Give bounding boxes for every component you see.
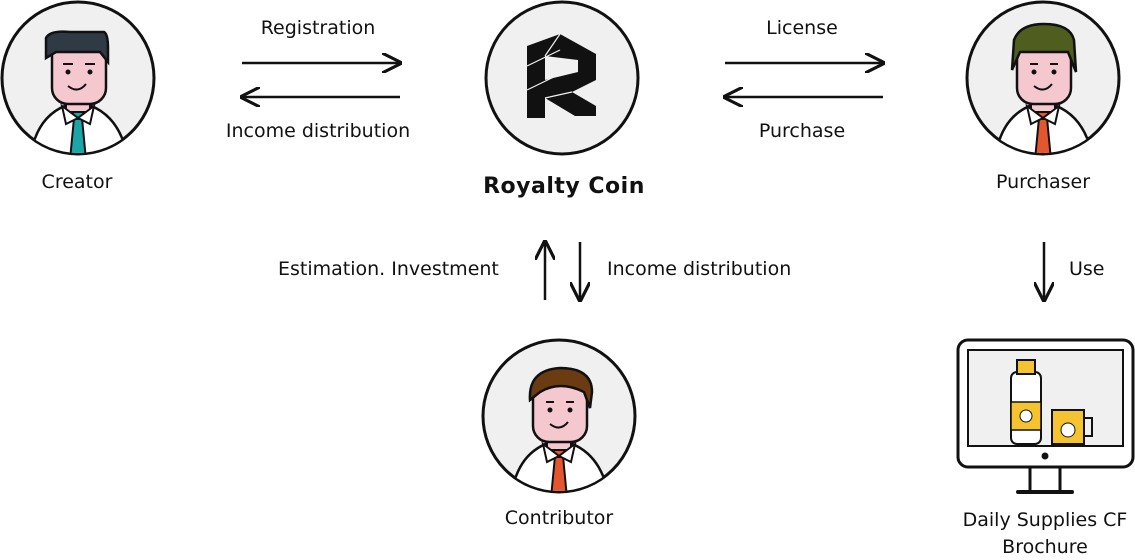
income-distribution-mid-label: Income distribution bbox=[607, 258, 792, 280]
contributor-avatar bbox=[481, 338, 637, 494]
royalty-coin-logo bbox=[484, 0, 640, 156]
estimation-investment-label: Estimation. Investment bbox=[278, 258, 499, 280]
use-label: Use bbox=[1069, 258, 1105, 280]
brochure-monitor-icon bbox=[956, 338, 1135, 494]
purchaser-avatar bbox=[965, 0, 1121, 156]
r-mark-icon bbox=[527, 34, 596, 118]
brochure-label-line2: Brochure bbox=[1002, 536, 1088, 558]
purchaser-label: Purchaser bbox=[995, 171, 1091, 193]
registration-label: Registration bbox=[260, 17, 376, 39]
creator-avatar bbox=[0, 0, 156, 156]
license-label: License bbox=[766, 17, 838, 39]
contributor-label: Contributor bbox=[504, 507, 614, 529]
brand-name: Royalty Coin bbox=[483, 174, 645, 199]
brochure-label-line1: Daily Supplies CF bbox=[962, 509, 1128, 531]
income-distribution-top-label: Income distribution bbox=[225, 120, 411, 142]
purchase-label: Purchase bbox=[758, 120, 846, 142]
creator-label: Creator bbox=[41, 171, 113, 193]
